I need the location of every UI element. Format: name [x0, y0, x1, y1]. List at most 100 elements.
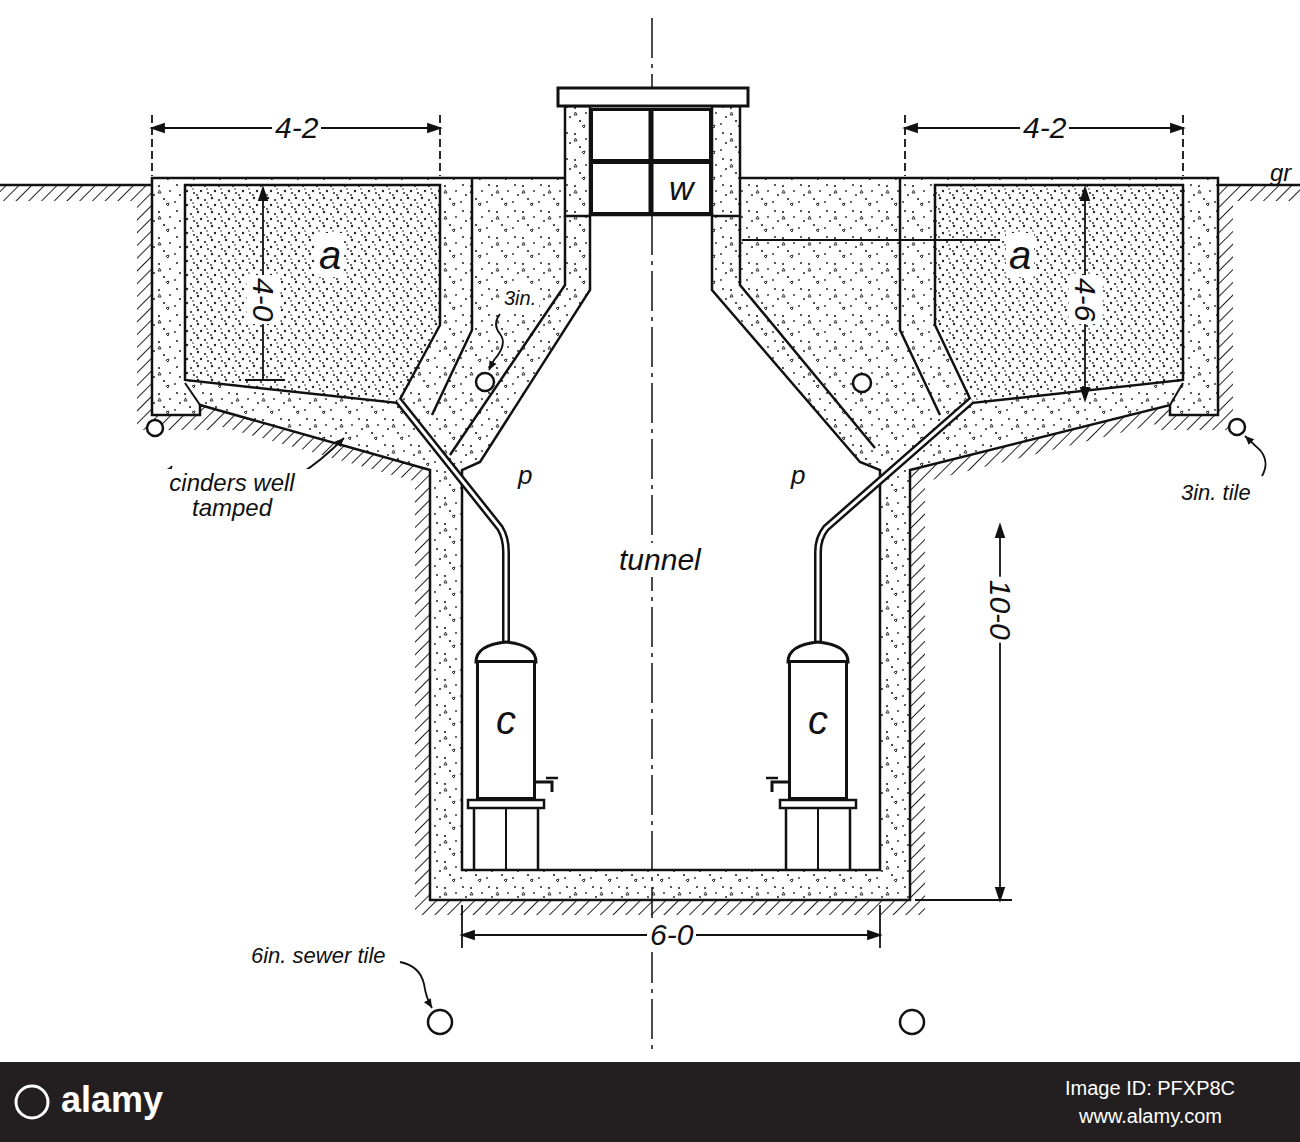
watermark-text: alamy [61, 1081, 163, 1119]
drawing-part [879, 905, 881, 948]
drawing-part [450, 215, 565, 455]
drawing-part [780, 800, 856, 808]
drawing-part [558, 88, 748, 106]
drawing-part [818, 400, 972, 645]
drawing-part [818, 400, 972, 645]
drawing-part [537, 808, 540, 870]
drawing-part [505, 808, 507, 870]
drawing-part [904, 115, 906, 176]
drawing-part [468, 800, 544, 808]
drawing-part [996, 888, 1004, 900]
drawing-part [185, 383, 200, 405]
drawing-part [1081, 388, 1089, 400]
drawing-part [772, 782, 788, 792]
window-letter: w [669, 171, 694, 205]
concrete-mass [152, 88, 1218, 900]
drawing-part [0, 184, 152, 187]
drawing-part [742, 239, 1000, 241]
drawing-part [1171, 124, 1183, 132]
drawing-part [651, 18, 653, 88]
drawing-part [439, 115, 441, 176]
drawing-label: gr [1270, 160, 1291, 185]
drawing-part [905, 124, 917, 132]
drawing-label: p [515, 461, 535, 490]
leader-lines [164, 314, 1266, 1008]
drawing-part [152, 124, 164, 132]
drawing-part [0, 1062, 1300, 1142]
centerline [652, 18, 653, 1052]
drawing-part [546, 777, 558, 780]
drawing-part [476, 642, 536, 662]
drawing-label: 6in. sewer tile [248, 943, 389, 968]
dimension-lines [152, 115, 1183, 948]
drawing-part [428, 1010, 452, 1034]
drawing-part [398, 400, 506, 645]
drawing-label: 4-0 [247, 275, 281, 324]
tank-body: c [476, 660, 536, 800]
drawing-part [853, 374, 871, 392]
tank-body: c [788, 660, 848, 800]
drawing-part [400, 962, 432, 1008]
watermark-text: Image ID: PFXP8C [1065, 1078, 1235, 1099]
drawing-label: 4-6 [1069, 275, 1103, 324]
ground [0, 185, 1300, 900]
drain-tiles [147, 419, 1245, 1034]
drawing-part [152, 178, 1218, 900]
drawing-part [462, 931, 474, 939]
drawing-part [259, 188, 267, 200]
drawing-part [0, 185, 152, 201]
drawing-part [817, 808, 819, 870]
drawing-part [1229, 419, 1245, 435]
drawing-label: 3in. [501, 287, 539, 310]
drawing-part [849, 808, 852, 870]
drawing-part [1081, 188, 1089, 200]
drawing-label: 6-0 [647, 918, 696, 952]
drawing-part [788, 642, 848, 662]
drawing-part [432, 178, 472, 415]
pipes [398, 373, 972, 645]
drawing-part [868, 931, 880, 939]
drawing-part [461, 905, 463, 948]
drawing-part [473, 808, 476, 870]
mullion [593, 159, 709, 164]
drawing-label: a [316, 233, 344, 277]
drawing-part [536, 782, 552, 792]
stock-banner [0, 1062, 1300, 1142]
drawing-part [1182, 115, 1184, 176]
drawing-part [915, 899, 1012, 901]
drawing-part [151, 115, 153, 176]
drawing-label: 4-2 [272, 111, 321, 145]
drawing-label: 4-2 [1020, 111, 1069, 145]
drawing-part [900, 178, 940, 415]
drawing-part [712, 106, 740, 216]
tank-letter: c [808, 700, 828, 740]
drawing-part [185, 185, 440, 403]
drawing-part [147, 420, 163, 436]
drawing-part [152, 185, 1218, 900]
tanks [468, 642, 856, 870]
drawing-part [1170, 383, 1183, 405]
drawing-part [740, 215, 875, 448]
watermark-text: www.alamy.com [1079, 1106, 1222, 1127]
drawing-label: cinders well tamped [154, 469, 310, 521]
drawing-part [900, 1010, 924, 1034]
drawing-part [785, 808, 788, 870]
drawing-part [428, 124, 440, 132]
tank-letter: c [496, 700, 516, 740]
drawing-part [16, 1086, 48, 1118]
drawing-label: p [788, 461, 808, 490]
drawing-part [1245, 436, 1266, 476]
drawing-part [398, 400, 506, 645]
window-frame: w [590, 108, 712, 215]
drawing-label: 3in. tile [1178, 480, 1254, 505]
drawing-part [476, 373, 494, 391]
drawing-label: tunnel [616, 543, 704, 577]
drawing-label: 10-0 [983, 577, 1017, 643]
drawing-part [565, 106, 590, 216]
drawing-part [766, 777, 778, 780]
drawing-part [489, 314, 503, 370]
drawing-label: a [1006, 233, 1034, 277]
drawing-part [996, 525, 1004, 537]
